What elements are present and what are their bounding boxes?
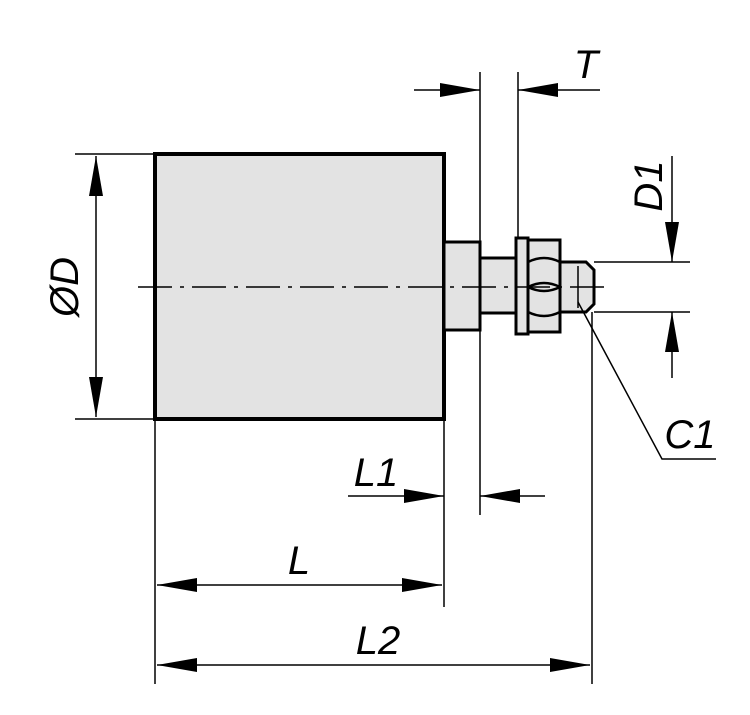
washer bbox=[514, 236, 530, 336]
thread-shank bbox=[478, 256, 520, 315]
part-outline bbox=[138, 152, 610, 421]
label-length-total: L2 bbox=[356, 619, 401, 663]
label-diameter: ØD bbox=[43, 257, 87, 319]
label-chamfer: C1 bbox=[664, 413, 715, 457]
label-shaft-length: L1 bbox=[354, 451, 399, 495]
chamfer-leader bbox=[577, 301, 716, 460]
shaft-step bbox=[442, 240, 482, 332]
label-nut-thickness: T bbox=[574, 43, 601, 87]
hex-nut bbox=[526, 238, 562, 334]
label-thread-diameter: D1 bbox=[627, 160, 671, 211]
label-length: L bbox=[288, 539, 310, 583]
dimension-lines bbox=[75, 72, 716, 684]
